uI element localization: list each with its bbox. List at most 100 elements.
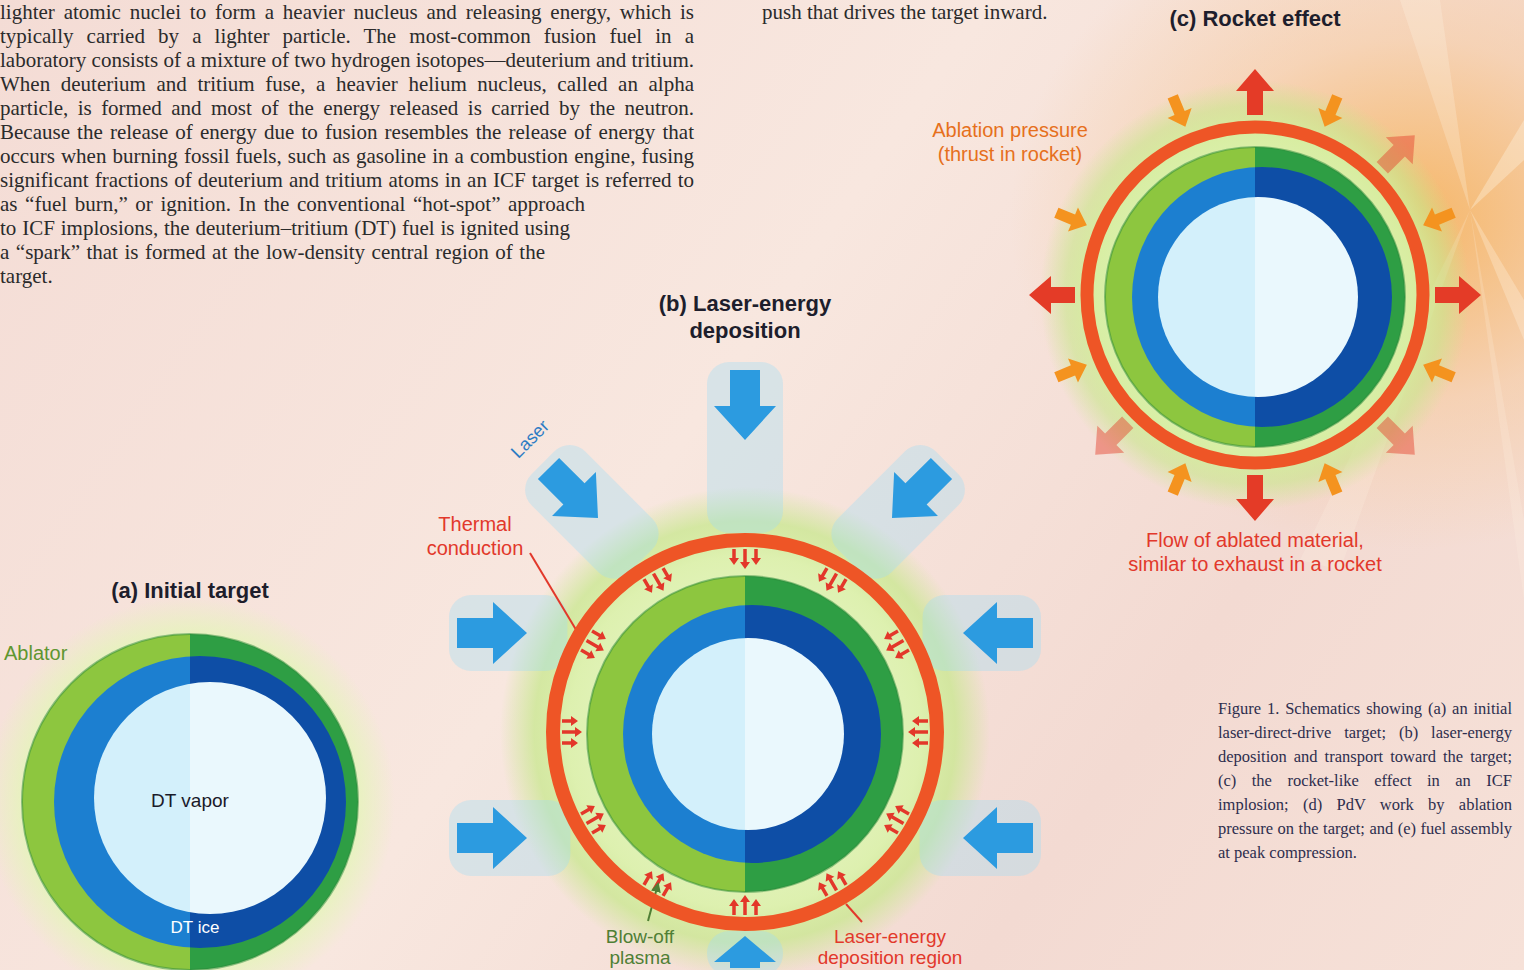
conduction-arrow [640,869,657,888]
panel-heading: (c) Rocket effect [1080,6,1430,32]
pressure-arrow [1161,458,1198,498]
conduction-arrow [912,716,928,726]
wrap-spacer [694,0,695,192]
exhaust-arrow [1029,276,1075,314]
text-holder: Laser [498,428,562,450]
light-ray [1470,120,1524,210]
laser-arrow [963,602,1033,664]
conduction-arrow [751,549,761,565]
conduction-arrow [751,899,761,915]
part-label: Thermal conduction [420,512,530,560]
text-holder: (a) Initial target [22,578,358,604]
conduction-arrow [562,727,582,737]
plasma-glow [500,487,990,970]
text-holder: (c) Rocket effect [1080,6,1430,32]
conduction-arrow [740,895,750,915]
body-text: push that drives the target inward. [762,0,1182,24]
part-label: Ablation pressure (thrust in rocket) [925,118,1095,166]
ablator-layer [1105,147,1405,447]
laser-arrow [714,370,776,440]
exhaust-arrow [1236,69,1274,115]
ablator-layer [587,576,903,892]
laser-arrow [963,807,1033,869]
text-holder: DT vapor [130,789,250,812]
text-holder: Ablation pressure (thrust in rocket) [925,118,1095,166]
conduction-arrow [729,549,739,565]
text-holder: Ablator [4,641,104,665]
text-holder: Figure 1. Schematics showing (a) an init… [1218,697,1512,865]
ice-layer [623,605,881,863]
laser-arrow [870,447,963,540]
exhaust-arrow [1435,276,1481,314]
conduction-arrow [590,821,609,838]
conduction-arrow [893,802,912,819]
wrap-spacer [585,192,695,216]
vapor-core [652,638,844,830]
conduction-arrow [834,577,851,596]
plasma-glow [1040,80,1470,510]
laser-beam [449,595,567,671]
layer-label: DT vapor [130,789,250,812]
part-label: Flow of ablated material, similar to exh… [1120,528,1390,576]
part-label: Ablator [4,641,104,665]
wrap-spacer [497,336,695,360]
panel-heading: (b) Laser-energy deposition [615,290,875,344]
ice-layer [1132,167,1392,427]
deposition-ring [1087,127,1423,463]
conduction-arrow [579,646,598,663]
conduction-arrow [893,646,912,663]
part-label: Blow-off plasma [590,926,690,968]
wrap-spacer [570,216,695,240]
light-ray [1470,210,1524,600]
text-holder: Thermal conduction [420,512,530,560]
conduction-arrow [659,880,676,899]
text-holder: push that drives the target inward. [762,0,1182,24]
conduction-arrow [740,549,750,569]
conduction-arrow [912,738,928,748]
conduction-arrow [908,727,928,737]
panel-heading: (a) Initial target [22,578,358,604]
laser-beam [449,800,570,876]
conduction-arrow [562,738,578,748]
wrap-spacer [497,360,695,384]
conduction-arrow [882,821,901,838]
ablator-layer [22,634,358,970]
target-shape [546,533,944,931]
conduction-arrow [579,802,598,819]
leader-line [846,904,862,922]
body-text: lighter atomic nuclei to form a heavier … [0,0,695,288]
laser-beam [707,931,783,970]
pressure-arrow [1313,91,1350,131]
target-node: (b) Laser-energy deposition [546,533,944,931]
target-glow [0,597,395,970]
part-label: Laser-energy deposition region [800,926,980,968]
laser-beam [923,595,1041,671]
laser-arrow [457,602,527,664]
pressure-arrow [1313,458,1350,498]
text-holder: DT ice [155,918,235,938]
text-holder: (b) Laser-energy deposition [615,290,875,344]
vapor-core [1158,197,1358,397]
target-node: (c) Rocket effect [1080,120,1430,470]
text-holder: Laser-energy deposition region [800,926,980,968]
conduction-arrow [659,566,676,585]
vapor-core [94,682,326,914]
laser-beam [920,800,1041,876]
text-holder: Flow of ablated material, similar to exh… [1120,528,1390,576]
pressure-arrow [1161,91,1198,131]
pressure-arrow [1418,201,1458,238]
conduction-arrow [882,627,901,644]
pressure-arrow [1051,201,1091,238]
pressure-arrow [1418,353,1458,390]
laser-arrow [714,936,776,968]
conduction-arrow [640,577,657,596]
deposition-ring [553,540,937,924]
exhaust-arrow [1236,475,1274,521]
laser-arrow [457,807,527,869]
figure-caption: Figure 1. Schematics showing (a) an init… [1218,697,1512,865]
light-ray [1470,210,1524,340]
conduction-arrow [815,880,832,899]
wrap-spacer [545,240,695,264]
conduction-arrow [562,716,578,726]
laser-arrow [527,447,620,540]
